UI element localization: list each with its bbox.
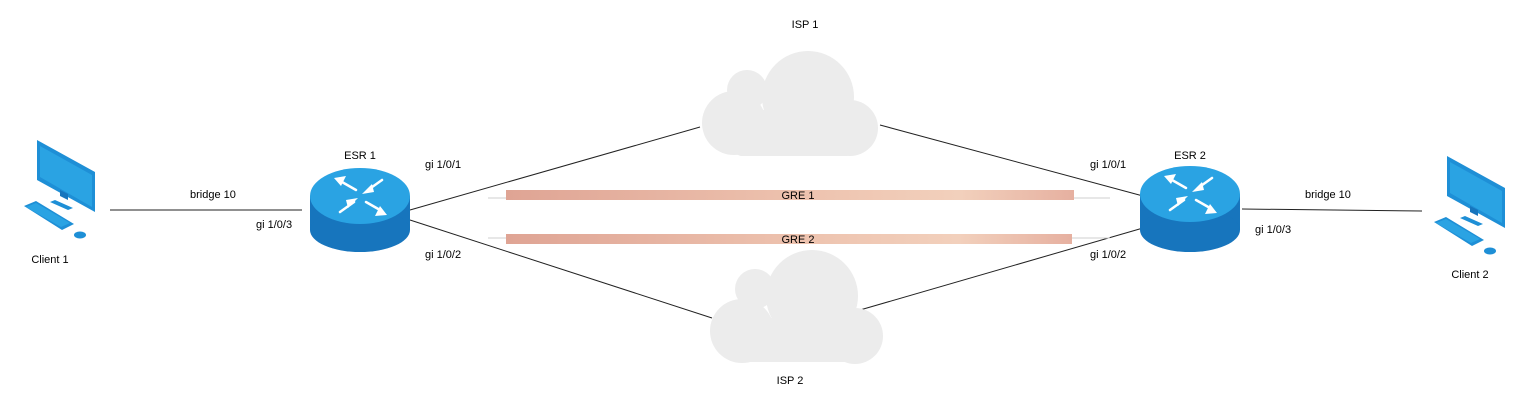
esr2-router-icon <box>1140 166 1240 252</box>
link-esr1-isp2 <box>409 219 713 319</box>
esr1-gi103-label: gi 1/0/3 <box>256 219 293 231</box>
isp2-cloud-icon <box>710 250 883 364</box>
esr2-gi101-label: gi 1/0/1 <box>1090 159 1127 171</box>
esr2-gi103-label: gi 1/0/3 <box>1255 224 1292 236</box>
link-esr1-isp1 <box>409 126 701 211</box>
gre2-tunnel <box>488 234 1110 244</box>
esr2-gi102-label: gi 1/0/2 <box>1090 249 1127 261</box>
link-esr2-client2 <box>1241 208 1423 212</box>
isp1-label: ISP 1 <box>791 19 819 31</box>
gre1-label: GRE 1 <box>781 190 815 202</box>
client1-computer-icon <box>24 140 95 239</box>
isp1-cloud-icon <box>702 51 878 156</box>
esr1-label: ESR 1 <box>344 150 376 162</box>
client2-label: Client 2 <box>1451 269 1489 281</box>
esr1-gi101-label: gi 1/0/1 <box>425 159 462 171</box>
isp2-label: ISP 2 <box>776 375 804 387</box>
client2-bridge-label: bridge 10 <box>1305 189 1351 201</box>
link-isp2-esr2 <box>859 227 1144 311</box>
client1-bridge-label: bridge 10 <box>190 189 236 201</box>
gre1-tunnel <box>488 190 1110 200</box>
esr2-label: ESR 2 <box>1174 150 1206 162</box>
client2-computer-icon <box>1434 156 1505 255</box>
esr1-gi102-label: gi 1/0/2 <box>425 249 462 261</box>
client1-label: Client 1 <box>31 254 69 266</box>
esr1-router-icon <box>310 168 410 252</box>
link-isp1-esr2 <box>879 124 1144 197</box>
gre2-label: GRE 2 <box>781 234 815 246</box>
